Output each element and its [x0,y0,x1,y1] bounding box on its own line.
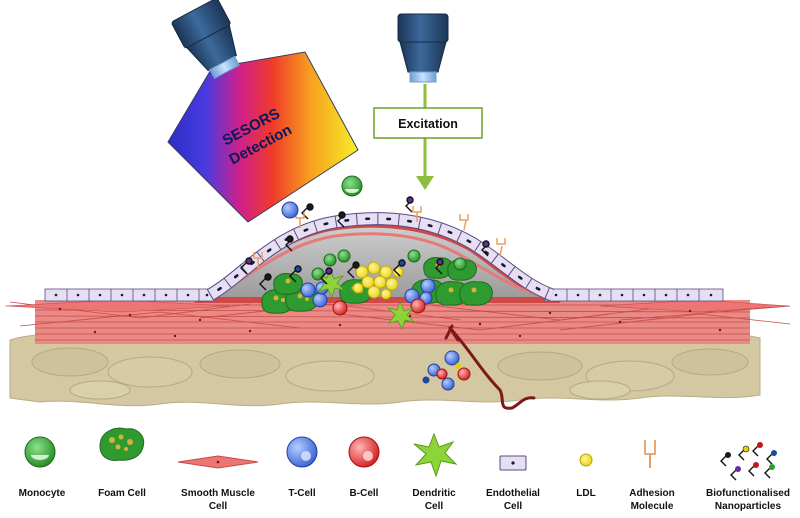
svg-text:Cell: Cell [209,501,228,512]
vasa-vasorum [444,324,536,410]
svg-text:Adhesion: Adhesion [629,488,675,499]
svg-text:T-Cell: T-Cell [288,488,315,499]
svg-text:B-Cell: B-Cell [350,488,379,499]
svg-text:Monocyte: Monocyte [19,488,66,499]
plaque-cells [261,249,493,331]
sesors-detection-cone: SESORS Detection [167,51,359,223]
legend-item-monocyte: Monocyte [19,436,66,499]
legend-item-t-cell: T-Cell [286,436,318,499]
legend-item-ldl: LDL [576,453,596,499]
svg-text:Dendritic: Dendritic [412,488,456,499]
svg-text:Biofunctionalised: Biofunctionalised [706,488,790,499]
svg-text:LDL: LDL [576,488,595,499]
down-arrow-icon [416,84,434,190]
microscope-objective-icon [397,13,449,83]
svg-text:Nanoparticles: Nanoparticles [715,501,782,512]
svg-text:Cell: Cell [504,501,523,512]
legend: Monocyte Foam Cell Smooth Muscle Cell T-… [19,427,790,512]
svg-text:Smooth Muscle: Smooth Muscle [181,488,255,499]
legend-item-smooth-muscle: Smooth Muscle Cell [177,455,259,512]
surface-adhesion-molecules [253,206,506,268]
legend-item-endothelial: Endothelial Cell [486,455,540,512]
adventitia-layer [9,332,761,407]
immune-cluster [422,350,471,391]
microscope-objective-icon [171,0,240,80]
svg-text:Cell: Cell [425,501,444,512]
legend-item-nanoparticles: Biofunctionalised Nanoparticles [706,442,790,512]
legend-item-b-cell: B-Cell [348,436,380,499]
svg-text:Foam Cell: Foam Cell [98,488,146,499]
svg-text:Molecule: Molecule [631,501,674,512]
excitation-label-box: Excitation [373,107,483,139]
excitation-label: Excitation [398,117,458,131]
ldl-cluster [352,261,404,300]
svg-text:Endothelial: Endothelial [486,488,540,499]
legend-item-dendritic: Dendritic Cell [412,432,458,512]
legend-item-foam-cell: Foam Cell [98,427,146,499]
legend-item-adhesion: Adhesion Molecule [629,440,675,512]
surface-nanoparticles [240,196,490,291]
smooth-muscle-layer [4,299,791,344]
